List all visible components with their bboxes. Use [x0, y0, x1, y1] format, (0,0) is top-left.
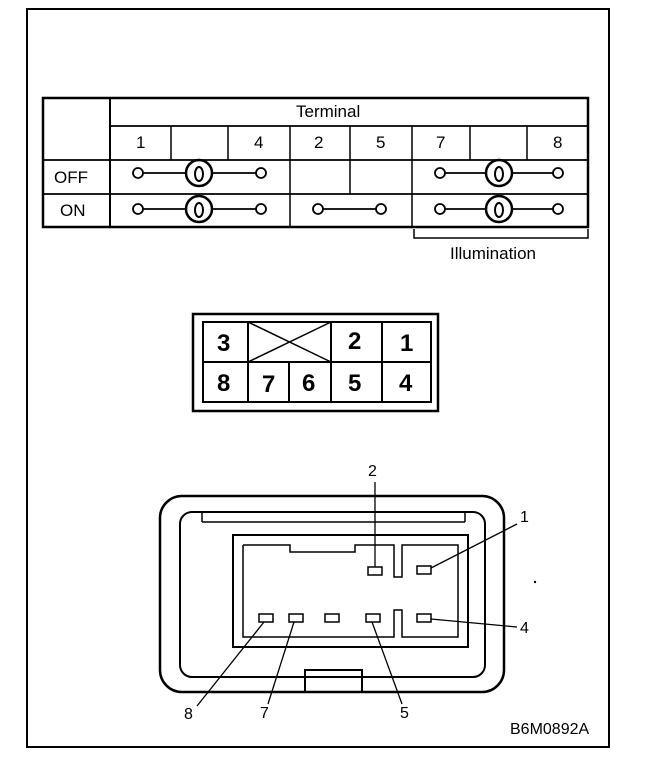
on-row-right-circuit	[434, 194, 564, 224]
face-pin-8: 8	[217, 370, 231, 397]
table-header-terminal: Terminal	[296, 102, 361, 121]
col-header-2: 2	[314, 133, 324, 152]
connector-cavity	[242, 544, 459, 638]
face-pin-2: 2	[348, 328, 362, 355]
connector-latch	[304, 669, 363, 692]
stray-dot	[533, 580, 537, 584]
col-header-8: 8	[553, 133, 563, 152]
face-pin-5: 5	[348, 370, 362, 397]
face-pin-4: 4	[399, 370, 413, 397]
face-pin-1: 1	[400, 330, 414, 357]
callout-pin-2: 2	[368, 463, 377, 480]
callout-pin-7: 7	[260, 705, 269, 722]
row-label-on: ON	[60, 201, 86, 220]
col-header-1: 1	[136, 133, 146, 152]
on-row-left-circuit	[132, 194, 267, 224]
col-header-7: 7	[436, 133, 446, 152]
on-row-switch-circuit	[312, 203, 387, 215]
terminal-pins	[258, 565, 432, 623]
col-header-4: 4	[254, 133, 264, 152]
connector-face-outer	[191, 312, 440, 413]
callout-pin-1: 1	[520, 509, 529, 526]
off-row-right-circuit	[434, 158, 564, 188]
connector-cavity-frame	[232, 534, 469, 648]
illumination-bracket	[413, 229, 589, 239]
figure-reference-code: B6M0892A	[510, 721, 590, 738]
figure-frame	[26, 8, 610, 748]
callout-pin-5: 5	[400, 705, 409, 722]
callout-pin-4: 4	[520, 620, 529, 637]
row-label-off: OFF	[54, 168, 88, 187]
terminal-table-border	[41, 96, 590, 229]
illumination-label: Illumination	[450, 244, 536, 263]
face-pin-3: 3	[217, 330, 231, 357]
col-header-5: 5	[376, 133, 386, 152]
callout-pin-8: 8	[184, 706, 193, 723]
face-pin-7: 7	[262, 371, 276, 398]
pin-leader-lines	[196, 482, 518, 707]
off-row-left-circuit	[132, 158, 267, 188]
connector-housing-inner	[179, 511, 486, 678]
face-pin-6: 6	[302, 370, 316, 397]
connector-housing-outer	[158, 494, 506, 694]
